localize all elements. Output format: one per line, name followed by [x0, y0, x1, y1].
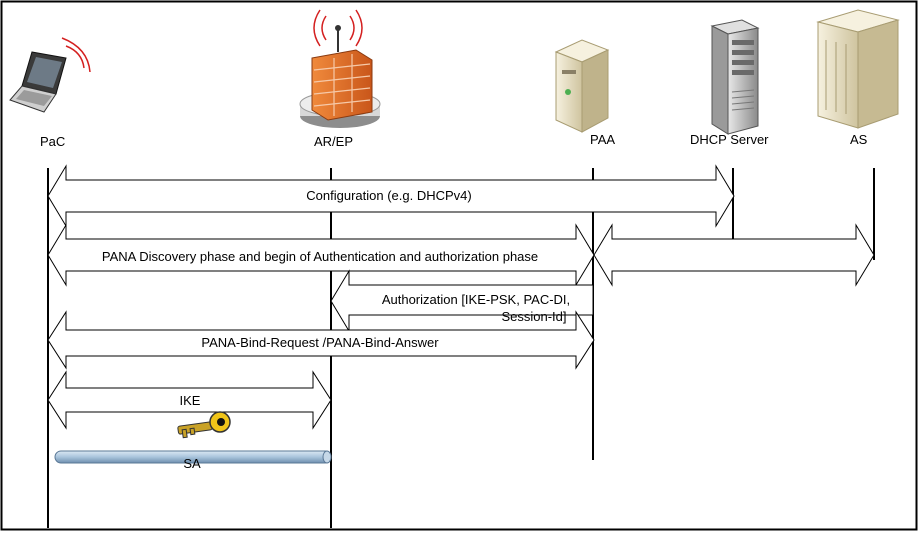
authorization-arrow [330, 269, 594, 333]
configuration-label: Configuration (e.g. DHCPv4) [306, 188, 471, 203]
bind-label: PANA-Bind-Request /PANA-Bind-Answer [201, 335, 439, 350]
firewall-router-icon [299, 9, 381, 128]
entity-label-arep: AR/EP [314, 134, 353, 149]
entity-label-pac: PaC [40, 134, 65, 149]
discovery-label: PANA Discovery phase and begin of Authen… [102, 249, 538, 264]
server-icon [554, 39, 610, 133]
bind-arrow [47, 310, 595, 370]
ike-label: IKE [180, 393, 201, 408]
entity-label-paa: PAA [590, 132, 615, 147]
entity-label-as: AS [850, 132, 868, 147]
authorization-label-line2: Session-Id] [501, 309, 566, 324]
tower-server-icon [710, 19, 760, 135]
entity-label-dhcp: DHCP Server [690, 132, 769, 147]
paa-as-arrow [593, 223, 875, 287]
sa-label: SA [183, 456, 201, 471]
large-server-icon [816, 9, 900, 129]
authorization-label-line1: Authorization [IKE-PSK, PAC-DI, [382, 292, 570, 307]
laptop-icon [9, 37, 91, 113]
sa-tunnel [54, 450, 332, 464]
ike-arrow [47, 370, 332, 430]
key-icon [177, 411, 231, 439]
configuration-arrow [47, 164, 735, 228]
